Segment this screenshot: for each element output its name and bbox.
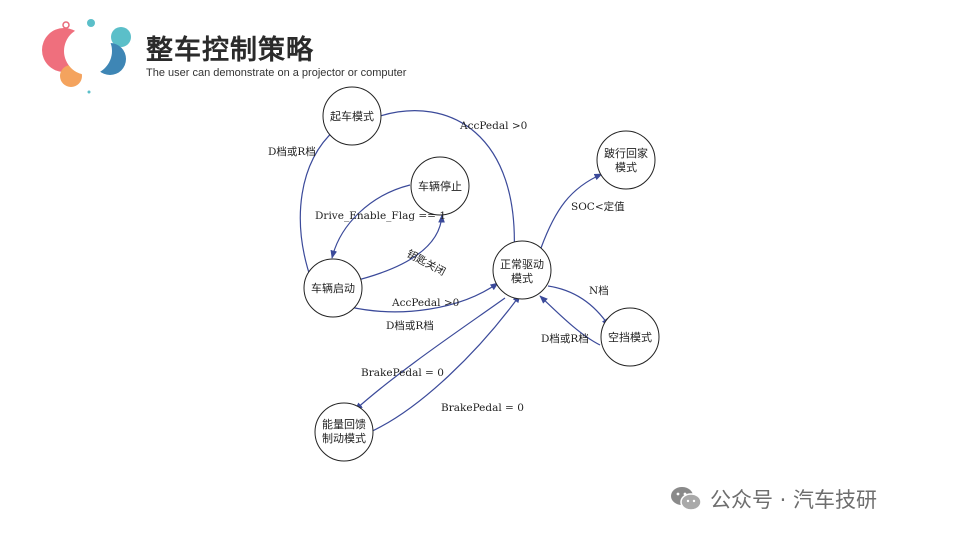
label-regen-2: 制动模式	[322, 432, 366, 445]
edge-label-key-off: 钥匙关闭	[405, 247, 448, 278]
edge-label-soc: SOC<定值	[571, 200, 625, 213]
label-vehicle-start: 车辆启动	[311, 281, 355, 295]
label-limp-home-1: 跛行回家	[604, 146, 648, 160]
label-vehicle-stop: 车辆停止	[418, 179, 462, 193]
label-normal-drive-2: 模式	[511, 272, 533, 285]
label-start-mode: 起车模式	[330, 109, 374, 123]
watermark-text: 公众号 · 汽车技研	[710, 484, 877, 514]
edge-vstart-to-stop	[350, 215, 442, 282]
wechat-icon	[670, 485, 702, 513]
node-limp-home	[597, 131, 655, 189]
edge-label-drive-enable: Drive_Enable_Flag == 1	[315, 210, 446, 222]
edge-label-n-gear: N档	[589, 284, 609, 297]
edge-label-brake-a: BrakePedal = 0	[361, 367, 444, 379]
watermark: 公众号 · 汽车技研	[670, 484, 877, 514]
edge-label-brake-b: BrakePedal = 0	[441, 402, 524, 414]
label-regen-1: 能量回馈	[322, 417, 366, 431]
label-limp-home-2: 模式	[615, 161, 637, 174]
edge-label-accpedal-top: AccPedal >0	[459, 120, 527, 132]
edge-label-d-or-r-start: D档或R档	[268, 145, 316, 158]
edge-label-accpedal-mid: AccPedal >0	[391, 297, 459, 309]
label-normal-drive-1: 正常驱动	[500, 258, 544, 271]
edge-label-d-or-r-mid: D档或R档	[386, 319, 434, 332]
label-neutral-mode: 空挡模式	[608, 330, 652, 344]
edge-label-d-or-r-neutral: D档或R档	[541, 332, 589, 345]
